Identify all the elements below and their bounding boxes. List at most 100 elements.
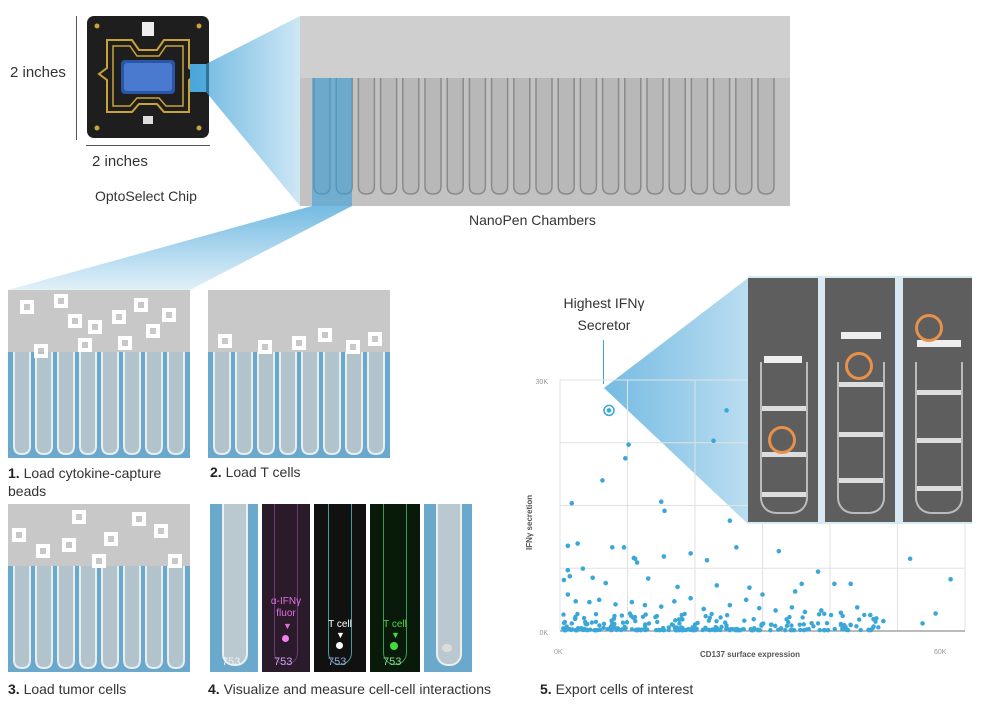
data-point-cluster (809, 620, 814, 626)
data-point-cluster (612, 621, 617, 627)
pen-outline (101, 352, 119, 456)
pen-outline (557, 78, 575, 195)
data-point (747, 585, 752, 590)
pen-outline (668, 78, 686, 195)
pen-outline (379, 78, 398, 195)
data-point (658, 499, 664, 504)
data-point (727, 602, 733, 608)
data-point-cluster (797, 622, 802, 627)
data-point-cluster (709, 611, 714, 617)
data-point-cluster (718, 615, 723, 620)
highlight-ring (768, 426, 796, 454)
data-point-cluster (615, 626, 621, 631)
tcell-green-dot (390, 642, 398, 650)
data-point-cluster (714, 618, 719, 624)
data-point-cluster (789, 627, 795, 633)
data-point-cluster (798, 627, 803, 633)
pen-outline (35, 566, 53, 670)
pen-outline (145, 566, 163, 670)
pen-outline (402, 78, 420, 195)
data-point-cluster (655, 619, 660, 625)
fluor-signal-dot (282, 635, 289, 642)
data-point (773, 608, 778, 613)
data-point-cluster (561, 612, 566, 617)
data-point (711, 438, 716, 444)
data-point-cluster (682, 611, 687, 617)
data-point (662, 508, 667, 514)
data-point (701, 606, 707, 612)
highlight-ring (915, 314, 943, 342)
y-axis-label: IFNγ secretion (525, 495, 534, 550)
data-point-cluster (619, 613, 625, 618)
data-point-cluster (627, 611, 633, 616)
data-point-cluster (856, 617, 862, 622)
data-point-cluster (842, 622, 847, 628)
step2-number: 2. (210, 464, 222, 480)
step1-number: 1. (8, 465, 20, 481)
data-point-cluster (639, 627, 644, 632)
chip-caption: OptoSelect Chip (95, 188, 197, 204)
data-point-cluster (742, 618, 747, 623)
pen-outline (757, 78, 775, 195)
selected-pen-highlight (312, 78, 352, 206)
data-point-cluster (784, 617, 789, 622)
data-point-cluster (838, 623, 844, 628)
data-point (575, 541, 580, 546)
data-point-cluster (629, 627, 635, 632)
data-point-cluster (601, 621, 607, 626)
step3-label: 3. Load tumor cells (8, 681, 126, 697)
dim-label-horizontal: 2 inches (92, 153, 148, 170)
pen-outline (213, 352, 231, 456)
data-point (776, 548, 782, 554)
data-point-cluster (707, 615, 713, 620)
pen-outline (145, 352, 163, 456)
data-point (815, 569, 821, 574)
pen-outline (235, 352, 253, 456)
step4-number: 4. (208, 681, 220, 697)
data-point (603, 580, 609, 586)
pen-outline (57, 566, 75, 670)
nanopen-chambers-image (300, 16, 790, 206)
pen-outline (167, 566, 185, 670)
pen-outline (646, 78, 664, 195)
pen-id: 753 (222, 656, 241, 668)
data-point-cluster (733, 628, 738, 633)
export-pen-1 (748, 278, 818, 522)
data-point-cluster (569, 621, 574, 626)
data-point-cluster (642, 627, 648, 633)
data-point-cluster (597, 627, 603, 632)
data-point (789, 605, 795, 610)
x-tick-right: 60K (934, 649, 947, 656)
data-point-cluster (719, 624, 724, 629)
pen-outline (279, 352, 297, 456)
data-point (580, 566, 586, 571)
pen-outline (535, 78, 553, 195)
pen-outline (490, 78, 509, 195)
data-point-cluster (634, 627, 639, 632)
data-point-cluster (737, 627, 742, 633)
dim-line-horizontal (86, 145, 210, 146)
data-point-cluster (749, 628, 754, 633)
data-point (623, 456, 628, 461)
data-point-cluster (871, 624, 876, 629)
nanopen-caption: NanoPen Chambers (469, 212, 596, 228)
step5-text: Export cells of interest (555, 681, 694, 697)
pen-outlines (313, 78, 775, 195)
data-point (565, 543, 571, 549)
data-point-cluster (841, 627, 846, 632)
y-tick-top: 30K (536, 379, 549, 386)
data-point (792, 589, 798, 594)
data-point-cluster (597, 623, 602, 628)
data-point (658, 604, 664, 609)
data-point-cluster (677, 621, 682, 626)
pen-outline (513, 78, 531, 195)
data-point-cluster (593, 612, 599, 617)
data-point (675, 584, 680, 590)
data-point-cluster (804, 627, 809, 632)
data-point (645, 576, 651, 581)
pen-outline (446, 78, 464, 195)
step2-tcells-image (208, 290, 390, 458)
pen-outline (357, 78, 376, 195)
data-point (854, 605, 860, 610)
